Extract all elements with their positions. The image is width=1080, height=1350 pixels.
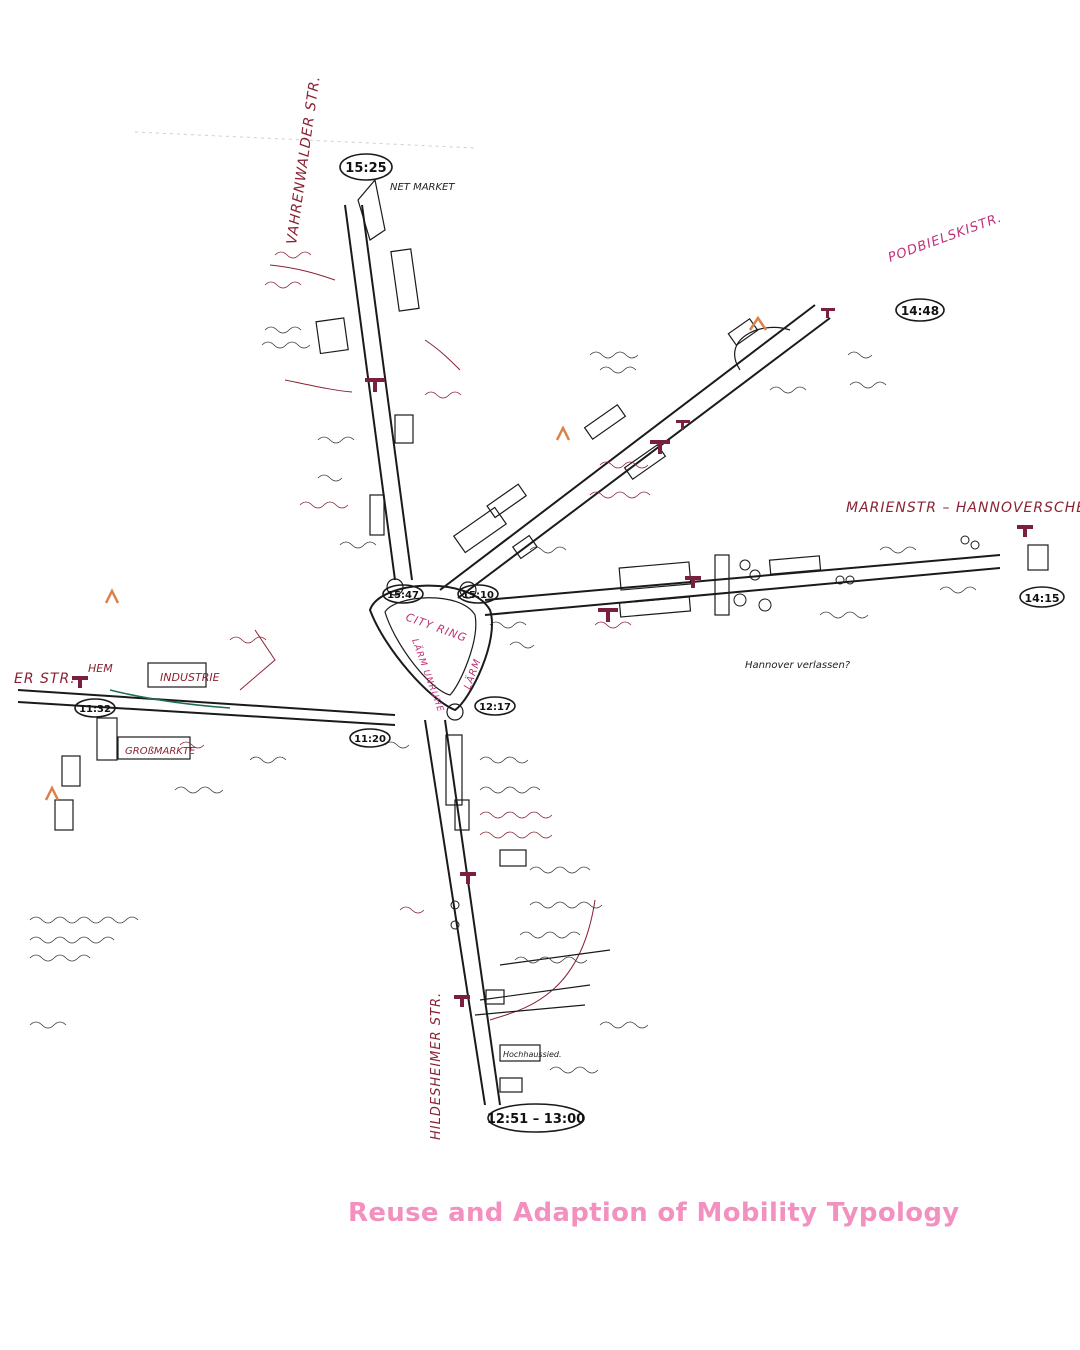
net-market-label: NET MARKET [390, 182, 455, 193]
northeast-road [439, 304, 831, 599]
hannover-verlassen-label: Hannover verlassen? [745, 660, 851, 671]
north-road [315, 178, 420, 581]
handwriting-scribbles-red [179, 251, 651, 914]
east-road [484, 544, 1049, 618]
tree-icon [450, 535, 980, 930]
street-name-northeast: PODBIELSKISTR. [886, 211, 1004, 266]
street-name-south: HILDESHEIMER STR. [429, 992, 444, 1140]
city-ring [368, 578, 493, 721]
hochhaus-label: Hochhaussied. [503, 1050, 562, 1059]
street-name-north: VAHRENWALDER STR. [284, 74, 324, 245]
time-ovals [74, 153, 1065, 1133]
hem-label: HEM [88, 662, 113, 675]
industrie-label: INDUSTRIE [160, 671, 220, 684]
time-south: 12:51 – 13:00 [487, 1112, 585, 1127]
street-name-west: ER STR. [14, 671, 76, 687]
time-center-ne: 15:10 [462, 590, 494, 601]
time-east: 14:15 [1024, 592, 1059, 605]
caption-title: Reuse and Adaption of Mobility Typology [348, 1198, 960, 1228]
time-northeast: 14:48 [901, 304, 939, 318]
crossout-lines [474, 949, 611, 1016]
handwriting-scribbles [29, 326, 977, 1074]
street-name-east: MARIENSTR – HANNOVERSCHE STR. [846, 500, 1080, 516]
tram-stop-icon [72, 308, 1033, 1007]
arrow-icon [44, 315, 768, 801]
time-center-nw: 15:47 [387, 590, 419, 601]
time-center-se: 12:17 [479, 702, 511, 713]
south-road [424, 719, 541, 1106]
time-center-sw: 11:20 [354, 734, 386, 745]
time-west: 11:32 [79, 704, 111, 715]
annotation-strokes [239, 264, 596, 1021]
west-road [17, 662, 396, 831]
grossmarkte-label: GROßMARKTE [125, 746, 196, 757]
time-north: 15:25 [345, 161, 386, 176]
laerm-unruhe-label: LÄRM UNRUHE [409, 637, 446, 714]
